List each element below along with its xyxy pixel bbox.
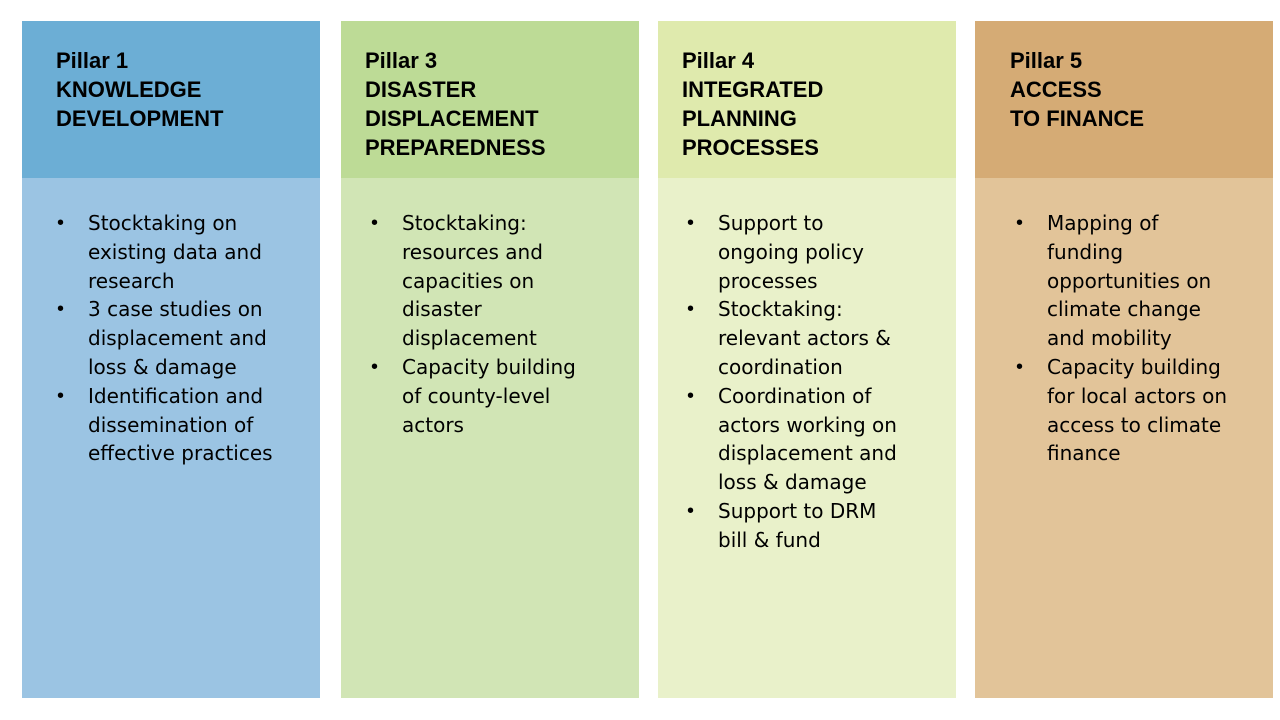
pillar-4-header: Pillar 4 INTEGRATED PLANNING PROCESSES	[658, 21, 956, 178]
pillar-4-column: Pillar 4 INTEGRATED PLANNING PROCESSES •…	[658, 21, 956, 698]
pillar-1-bullet-2: • 3 case studies on displacement and los…	[57, 295, 320, 381]
pillar-3-header: Pillar 3 DISASTER DISPLACEMENT PREPAREDN…	[341, 21, 639, 178]
bullet-text: Support to ongoing policy processes	[718, 211, 865, 293]
bullet-dot-icon: •	[1016, 212, 1024, 234]
pillar-5-body: • Mapping of funding opportunities on cl…	[975, 178, 1273, 698]
pillar-1-header: Pillar 1 KNOWLEDGE DEVELOPMENT	[22, 21, 320, 178]
bullet-text: Capacity building of county-level actors	[402, 354, 576, 437]
pillar-4-body: • Support to ongoing policy processes • …	[658, 178, 956, 698]
bullet-dot-icon: •	[1016, 355, 1024, 378]
bullet-text: Stocktaking: resources and capacities on…	[402, 211, 543, 351]
pillar-1-title-line-1: KNOWLEDGE	[56, 77, 202, 102]
pillar-3-title-line-1: DISASTER	[365, 77, 477, 102]
pillar-3-bullet-2: • Capacity building of county-level acto…	[371, 353, 639, 439]
pillar-5-title-line-1: ACCESS	[1010, 77, 1102, 102]
bullet-dot-icon: •	[687, 499, 695, 522]
pillar-1-bullet-list: • Stocktaking on existing data and resea…	[57, 209, 320, 468]
pillar-4-label: Pillar 4	[682, 48, 755, 73]
pillar-3-title-line-2: DISPLACEMENT	[365, 106, 539, 131]
bullet-text: 3 case studies on displacement and loss …	[88, 297, 267, 379]
pillar-1-bullet-1: • Stocktaking on existing data and resea…	[57, 209, 320, 295]
pillar-1-bullet-3: • Identification and dissemination of ef…	[57, 382, 320, 468]
bullet-text: Stocktaking: relevant actors & coordinat…	[718, 297, 891, 379]
pillar-5-column: Pillar 5 ACCESS TO FINANCE • Mapping of …	[975, 21, 1273, 698]
pillar-3-body: • Stocktaking: resources and capacities …	[341, 178, 639, 698]
pillar-1-body: • Stocktaking on existing data and resea…	[22, 178, 320, 698]
pillar-5-title-line-2: TO FINANCE	[1010, 106, 1145, 131]
pillar-1-column: Pillar 1 KNOWLEDGE DEVELOPMENT • Stockta…	[22, 21, 320, 698]
pillar-4-title-line-1: INTEGRATED	[682, 77, 824, 102]
pillar-5-bullet-list: • Mapping of funding opportunities on cl…	[1016, 209, 1273, 468]
bullet-dot-icon: •	[57, 298, 65, 321]
pillar-3-column: Pillar 3 DISASTER DISPLACEMENT PREPAREDN…	[341, 21, 639, 698]
pillar-3-bullet-list: • Stocktaking: resources and capacities …	[371, 209, 639, 439]
pillar-4-bullet-list: • Support to ongoing policy processes • …	[687, 209, 956, 555]
pillar-5-label: Pillar 5	[1010, 48, 1083, 73]
pillar-4-bullet-3: • Coordination of actors working on disp…	[687, 382, 956, 497]
pillar-4-title-line-2: PLANNING	[682, 106, 797, 131]
pillar-5-bullet-1: • Mapping of funding opportunities on cl…	[1016, 209, 1273, 353]
bullet-text: Mapping of funding opportunities on clim…	[1047, 211, 1212, 351]
bullet-dot-icon: •	[687, 384, 695, 407]
bullet-dot-icon: •	[57, 212, 65, 234]
pillar-4-bullet-4: • Support to DRM bill & fund	[687, 497, 956, 555]
bullet-text: Stocktaking on existing data and researc…	[88, 211, 262, 293]
bullet-dot-icon: •	[57, 384, 65, 407]
bullet-dot-icon: •	[687, 298, 695, 321]
bullet-text: Support to DRM bill & fund	[718, 498, 877, 552]
bullet-dot-icon: •	[687, 212, 695, 234]
pillar-3-bullet-1: • Stocktaking: resources and capacities …	[371, 209, 639, 353]
bullet-text: Capacity building for local actors on ac…	[1047, 354, 1228, 466]
pillar-1-label: Pillar 1	[56, 48, 129, 73]
pillar-3-title-line-3: PREPAREDNESS	[365, 135, 546, 160]
pillar-4-bullet-2: • Stocktaking: relevant actors & coordin…	[687, 295, 956, 381]
pillar-3-label: Pillar 3	[365, 48, 438, 73]
pillar-5-header: Pillar 5 ACCESS TO FINANCE	[975, 21, 1273, 178]
pillar-4-bullet-1: • Support to ongoing policy processes	[687, 209, 956, 295]
pillar-1-title-line-2: DEVELOPMENT	[56, 106, 224, 131]
pillar-5-bullet-2: • Capacity building for local actors on …	[1016, 353, 1273, 468]
bullet-text: Coordination of actors working on displa…	[718, 383, 897, 495]
pillar-4-title-line-3: PROCESSES	[682, 135, 819, 160]
bullet-dot-icon: •	[371, 212, 379, 234]
bullet-text: Identification and dissemination of effe…	[88, 383, 273, 466]
bullet-dot-icon: •	[371, 355, 379, 378]
